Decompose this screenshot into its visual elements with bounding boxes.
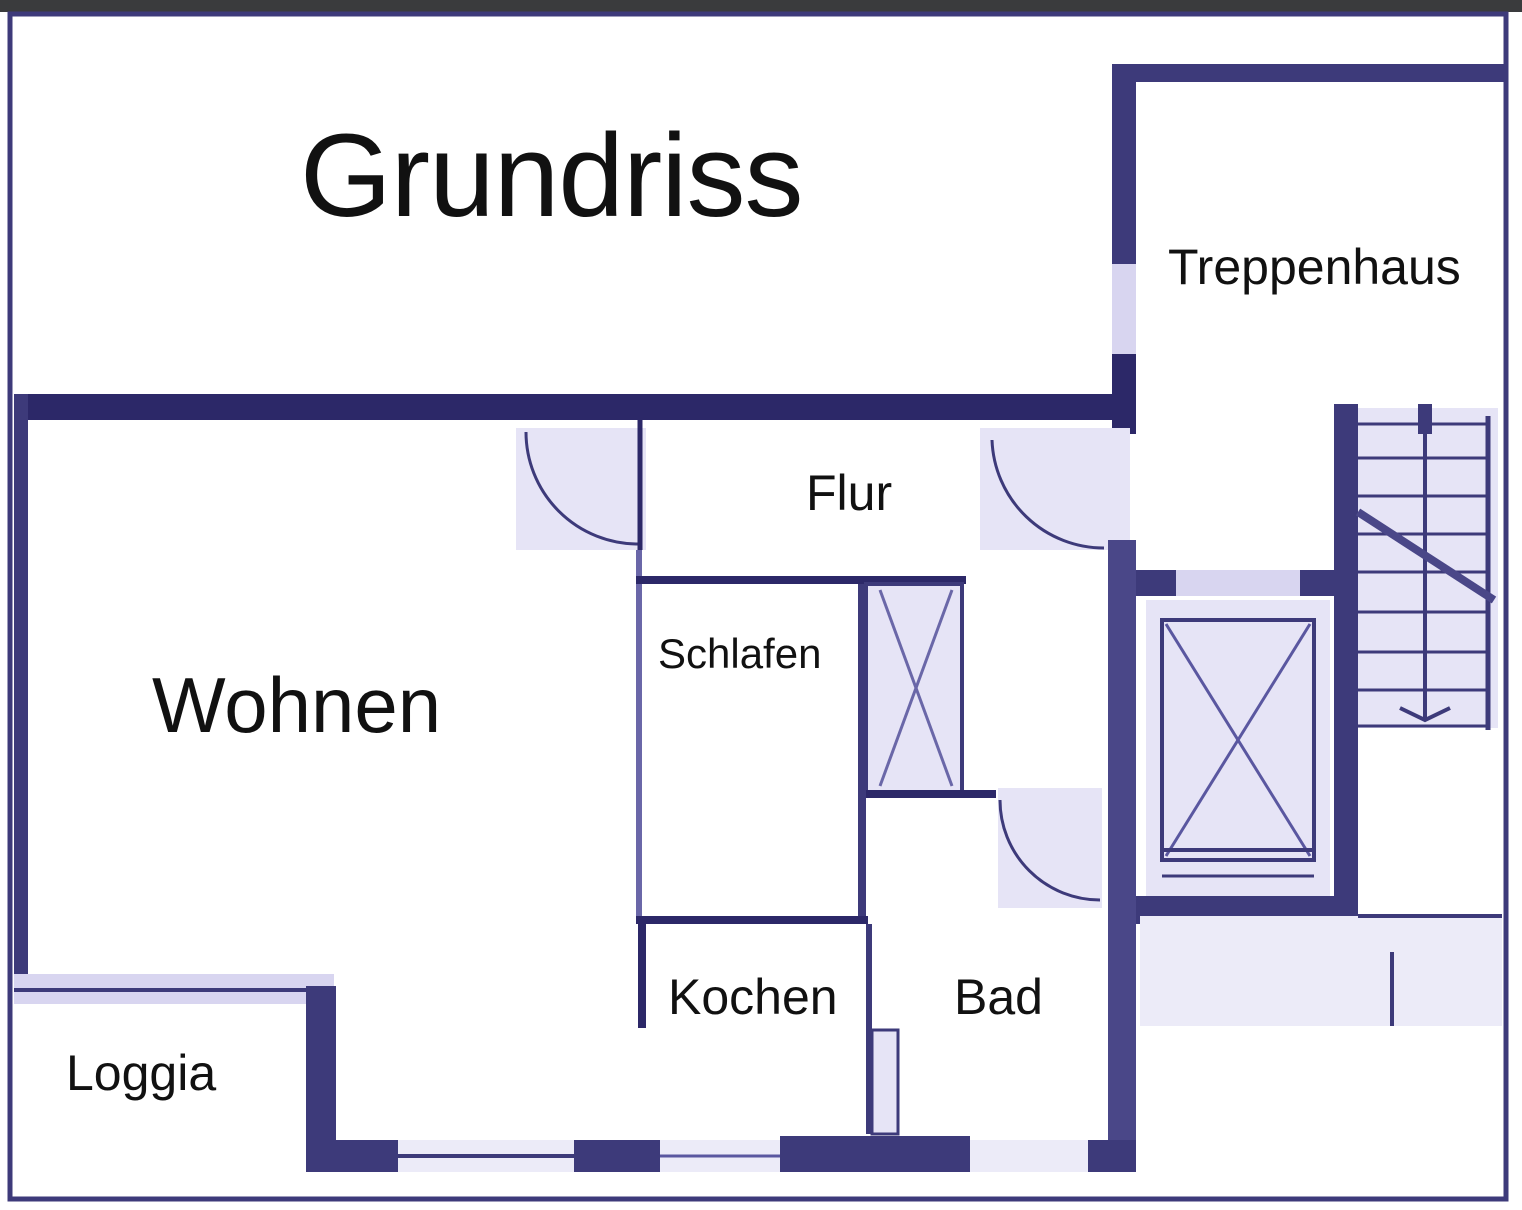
room-label-wohnen: Wohnen	[152, 661, 442, 749]
wall-main-top	[14, 394, 1136, 420]
wall-left	[14, 394, 28, 974]
wall-kochen	[638, 924, 646, 1028]
page-title: Grundriss	[300, 110, 803, 242]
room-label-bad: Bad	[954, 969, 1043, 1025]
shaft	[870, 1028, 900, 1136]
annex-fill	[1140, 916, 1502, 1026]
room-label-flur: Flur	[806, 465, 893, 521]
schlafen-walls	[636, 550, 966, 924]
door-wohnen	[516, 420, 646, 550]
room-label-schlafen: Schlafen	[658, 630, 822, 677]
room-label-kochen: Kochen	[668, 969, 838, 1025]
stairwell-walls	[1112, 64, 1504, 434]
door-entrance	[980, 428, 1130, 550]
wall-bottom	[306, 1136, 1136, 1172]
room-label-treppenhaus: Treppenhaus	[1168, 239, 1461, 295]
top-bar	[0, 0, 1522, 12]
wall-kochen-bad	[866, 924, 872, 1134]
wardrobe	[864, 582, 996, 798]
elevator	[1136, 570, 1358, 924]
stairs	[1334, 404, 1498, 924]
wall-right	[1108, 540, 1136, 1170]
door-bad	[998, 788, 1102, 908]
room-label-loggia: Loggia	[66, 1045, 217, 1101]
